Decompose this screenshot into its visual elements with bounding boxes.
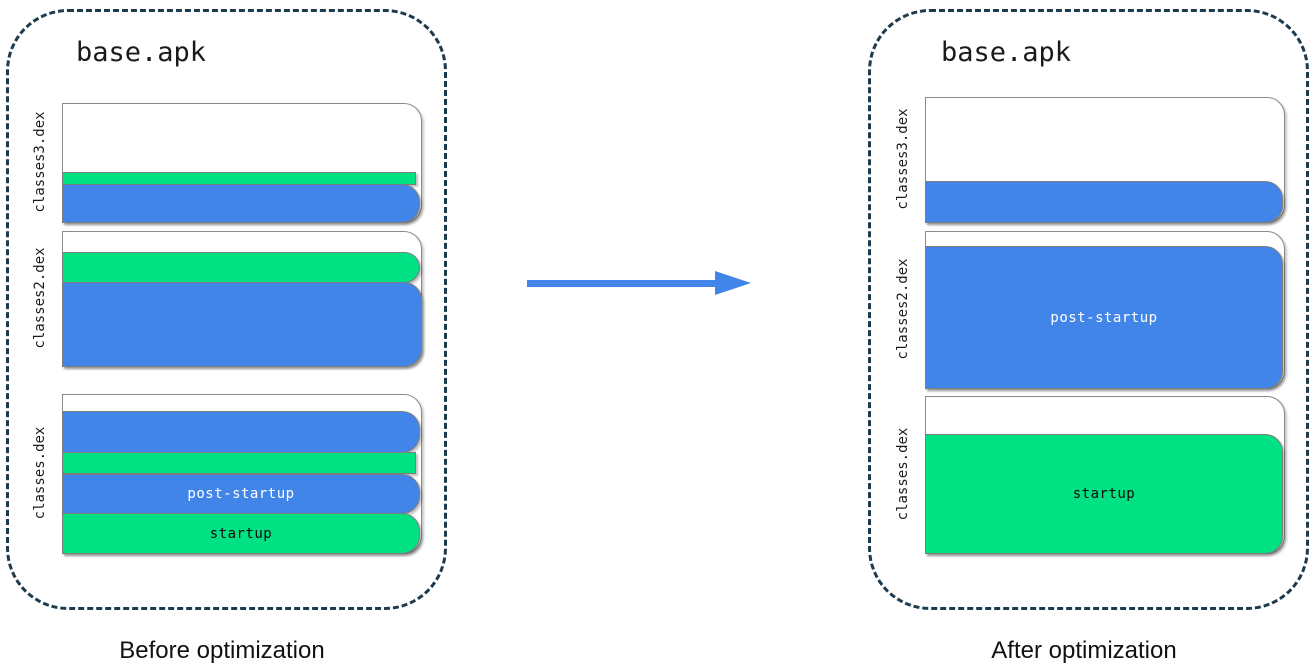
dex-segment-startup[interactable]: startup (62, 513, 420, 554)
dex-segment-post-startup[interactable] (62, 411, 420, 453)
segment-label-startup: startup (209, 525, 273, 542)
dex-segment-post-startup[interactable]: post-startup (62, 474, 420, 514)
dex-group-before-2: post-startup startup (62, 394, 422, 554)
segment-label-post-startup: post-startup (1050, 309, 1158, 326)
dex-group-before-1 (62, 231, 422, 367)
apk-title-after: base.apk (941, 37, 1072, 68)
segment-label-startup: startup (1072, 486, 1136, 502)
dex-group-after-1: post-startup (925, 231, 1285, 389)
dex-segment-startup[interactable] (62, 452, 416, 474)
dex-segment-startup[interactable] (62, 252, 420, 283)
dex-group-before-0 (62, 103, 422, 223)
transform-arrow (527, 271, 751, 295)
dex-segment-post-startup[interactable] (62, 282, 422, 367)
dex-segment-post-startup[interactable]: post-startup (925, 246, 1283, 389)
dex-segment-startup[interactable]: startup (925, 434, 1283, 554)
caption-after: After optimization (991, 637, 1177, 664)
dex-segment-post-startup[interactable] (62, 184, 420, 223)
caption-before: Before optimization (119, 637, 325, 664)
dex-group-after-0 (925, 97, 1285, 223)
apk-title-before: base.apk (76, 37, 207, 68)
dex-name-after-0: classes3.dex (895, 108, 911, 210)
segment-label-post-startup: post-startup (187, 486, 295, 502)
dex-name-before-1: classes2.dex (32, 247, 48, 349)
arrow-head (715, 271, 751, 295)
dex-name-before-0: classes3.dex (32, 111, 48, 213)
dex-name-after-1: classes2.dex (895, 258, 911, 360)
dex-group-after-2: startup (925, 396, 1285, 554)
arrow-shaft (527, 280, 715, 287)
dex-name-before-2: classes.dex (32, 426, 48, 520)
dex-name-after-2: classes.dex (895, 427, 911, 521)
dex-segment-post-startup[interactable] (925, 181, 1283, 223)
